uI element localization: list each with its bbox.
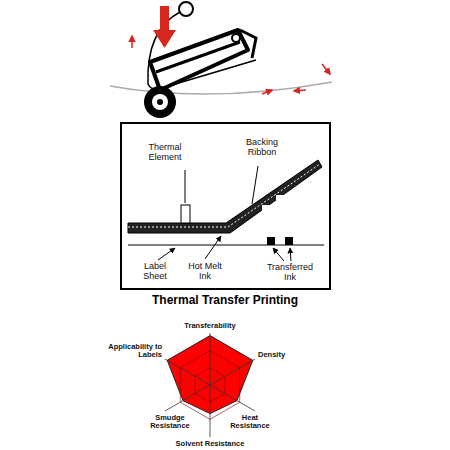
radar-axis <box>210 359 255 385</box>
radar-axis <box>210 385 211 437</box>
platen-axle <box>157 99 163 105</box>
leader-line <box>252 166 258 204</box>
axis-label: Heat Resistance <box>226 414 274 431</box>
ink-dot <box>267 237 275 245</box>
leader-arrow <box>290 248 291 261</box>
pressure-arrow-head <box>153 30 176 48</box>
axis-label: Applicability to Labels <box>108 343 162 360</box>
motion-arrow <box>262 90 272 94</box>
radar-axis <box>165 385 210 411</box>
pressure-arrow-shaft <box>160 6 169 32</box>
leader-line <box>185 170 186 203</box>
radar-axis <box>210 333 211 385</box>
part-label: Transferred Ink <box>265 263 315 283</box>
motion-arrow <box>294 90 306 91</box>
part-label: Thermal Element <box>141 143 189 163</box>
ribbon-layer <box>128 164 320 227</box>
part-label: Backing Ribbon <box>240 138 285 158</box>
platen-hub <box>152 94 168 110</box>
head-pivot <box>232 34 240 42</box>
cross-section <box>121 123 330 289</box>
part-label: Label Sheet <box>138 262 173 282</box>
axis-label: Transferability <box>184 322 235 330</box>
ribbon-band <box>128 160 322 233</box>
ink-gap <box>276 195 284 202</box>
platen-roller <box>144 86 176 118</box>
leader-arrow <box>273 248 284 261</box>
head-bracket <box>240 30 256 58</box>
ink-gap <box>262 205 270 212</box>
axis-label: Smudge Resistance <box>146 414 194 431</box>
axis-label: Density <box>258 351 285 359</box>
label-sheet-line <box>128 245 324 246</box>
label-web <box>110 82 332 94</box>
thermal-element <box>181 205 190 223</box>
part-label: Hot Melt Ink <box>185 262 225 282</box>
ribbon-spool <box>179 2 193 16</box>
frame <box>121 123 330 289</box>
printer-mechanism <box>110 2 332 118</box>
motion-arrow <box>131 36 133 48</box>
radar-axis <box>210 385 255 411</box>
motion-arrow <box>322 64 330 74</box>
title: Thermal Transfer Printing <box>0 293 450 307</box>
leader-arrow <box>158 248 175 260</box>
leader-arrow <box>205 236 221 259</box>
head-bar <box>156 42 240 72</box>
print-head <box>150 30 248 90</box>
ink-dot <box>285 237 293 245</box>
axis-label: Solvent Resistance <box>176 440 245 448</box>
radar-axis <box>165 359 210 385</box>
